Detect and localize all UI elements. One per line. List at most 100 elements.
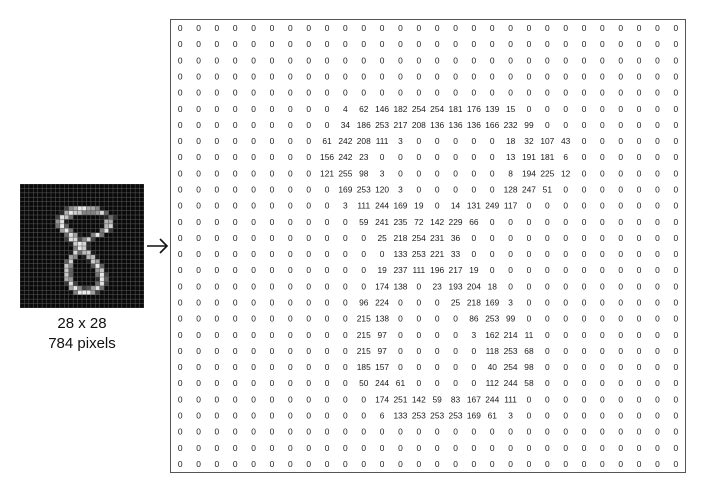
pixel-value: 208 — [412, 120, 426, 130]
pixel-value: 0 — [637, 314, 642, 324]
pixel-value: 0 — [453, 39, 458, 49]
pixel-value: 0 — [270, 346, 275, 356]
pixel-value: 0 — [196, 55, 201, 65]
digit-pixel — [99, 219, 105, 224]
pixel-value: 0 — [416, 185, 421, 195]
pixel-value: 169 — [485, 298, 499, 308]
digit-pixel — [99, 215, 105, 220]
pixel-value: 218 — [467, 298, 481, 308]
pixel-value: 0 — [527, 281, 532, 291]
pixel-value: 169 — [393, 201, 407, 211]
pixel-value: 217 — [449, 265, 463, 275]
pixel-value: 0 — [673, 298, 678, 308]
digit-pixel — [99, 223, 105, 229]
digit-pixel — [68, 228, 74, 233]
pixel-value: 0 — [233, 249, 238, 259]
pixel-value: 0 — [215, 394, 220, 404]
pixel-value: 0 — [398, 39, 403, 49]
pixel-value: 0 — [270, 201, 275, 211]
pixel-value: 0 — [270, 249, 275, 259]
pixel-value: 36 — [451, 233, 461, 243]
pixel-value: 0 — [582, 281, 587, 291]
pixel-value: 0 — [343, 411, 348, 421]
pixel-value: 14 — [451, 201, 461, 211]
pixel-value: 0 — [306, 394, 311, 404]
pixel-value: 0 — [416, 168, 421, 178]
pixel-value: 0 — [618, 265, 623, 275]
pixel-value: 0 — [600, 459, 605, 469]
pixel-value: 0 — [618, 201, 623, 211]
pixel-value: 0 — [343, 249, 348, 259]
digit-pixel — [104, 277, 109, 282]
pixel-value: 0 — [215, 168, 220, 178]
pixel-value: 0 — [306, 39, 311, 49]
pixel-value: 0 — [655, 39, 660, 49]
pixel-value: 0 — [215, 39, 220, 49]
pixel-value: 12 — [561, 168, 571, 178]
pixel-value: 0 — [637, 265, 642, 275]
pixel-value: 0 — [196, 362, 201, 372]
pixel-value: 0 — [618, 298, 623, 308]
pixel-value: 0 — [490, 443, 495, 453]
pixel-value: 0 — [233, 168, 238, 178]
pixel-value: 0 — [196, 298, 201, 308]
digit-pixel — [90, 254, 96, 260]
pixel-value: 0 — [196, 217, 201, 227]
pixel-value: 0 — [178, 443, 183, 453]
pixel-value: 254 — [504, 362, 518, 372]
digit-pixel — [99, 263, 105, 269]
pixel-value: 61 — [396, 378, 406, 388]
pixel-value: 0 — [288, 330, 293, 340]
pixel-value: 0 — [196, 233, 201, 243]
pixel-value: 0 — [545, 394, 550, 404]
pixel-value: 244 — [485, 394, 499, 404]
pixel-value: 0 — [306, 136, 311, 146]
pixel-value: 0 — [233, 427, 238, 437]
pixel-value: 0 — [251, 281, 256, 291]
pixel-value: 0 — [251, 427, 256, 437]
digit-pixel — [73, 232, 78, 238]
pixel-value: 0 — [637, 120, 642, 130]
pixel-value: 0 — [215, 217, 220, 227]
pixel-value: 0 — [655, 362, 660, 372]
pixel-value: 0 — [251, 152, 256, 162]
pixel-value: 0 — [618, 55, 623, 65]
pixel-value: 0 — [325, 459, 330, 469]
pixel-value: 0 — [398, 427, 403, 437]
pixel-value: 0 — [435, 443, 440, 453]
pixel-value: 0 — [251, 104, 256, 114]
pixel-value: 0 — [196, 104, 201, 114]
pixel-value: 0 — [215, 104, 220, 114]
pixel-value: 0 — [435, 88, 440, 98]
pixel-value: 0 — [453, 427, 458, 437]
pixel-value: 0 — [178, 120, 183, 130]
pixel-value: 0 — [325, 362, 330, 372]
pixel-value: 6 — [563, 152, 568, 162]
pixel-value: 3 — [380, 168, 385, 178]
pixel-value: 0 — [582, 55, 587, 65]
digit-pixel — [77, 206, 82, 211]
pixel-value: 0 — [270, 72, 275, 82]
pixel-value: 0 — [582, 23, 587, 33]
pixel-value: 3 — [508, 411, 513, 421]
digit-pixel — [68, 290, 74, 295]
digit-pixel — [95, 254, 100, 260]
pixel-value: 0 — [673, 88, 678, 98]
pixel-value: 0 — [637, 346, 642, 356]
pixel-value: 0 — [306, 249, 311, 259]
pixel-value: 142 — [412, 394, 426, 404]
pixel-value: 0 — [233, 233, 238, 243]
pixel-value: 0 — [453, 136, 458, 146]
pixel-value: 112 — [486, 378, 500, 388]
pixel-value: 0 — [215, 136, 220, 146]
pixel-value: 0 — [527, 23, 532, 33]
pixel-value: 0 — [563, 201, 568, 211]
pixel-value: 0 — [416, 378, 421, 388]
pixel-value: 0 — [196, 39, 201, 49]
pixel-value: 0 — [600, 88, 605, 98]
pixel-value: 0 — [655, 23, 660, 33]
pixel-value: 224 — [375, 298, 389, 308]
digit-pixel — [64, 215, 69, 220]
digit-pixel — [90, 259, 96, 264]
digit-pixel — [64, 259, 69, 264]
